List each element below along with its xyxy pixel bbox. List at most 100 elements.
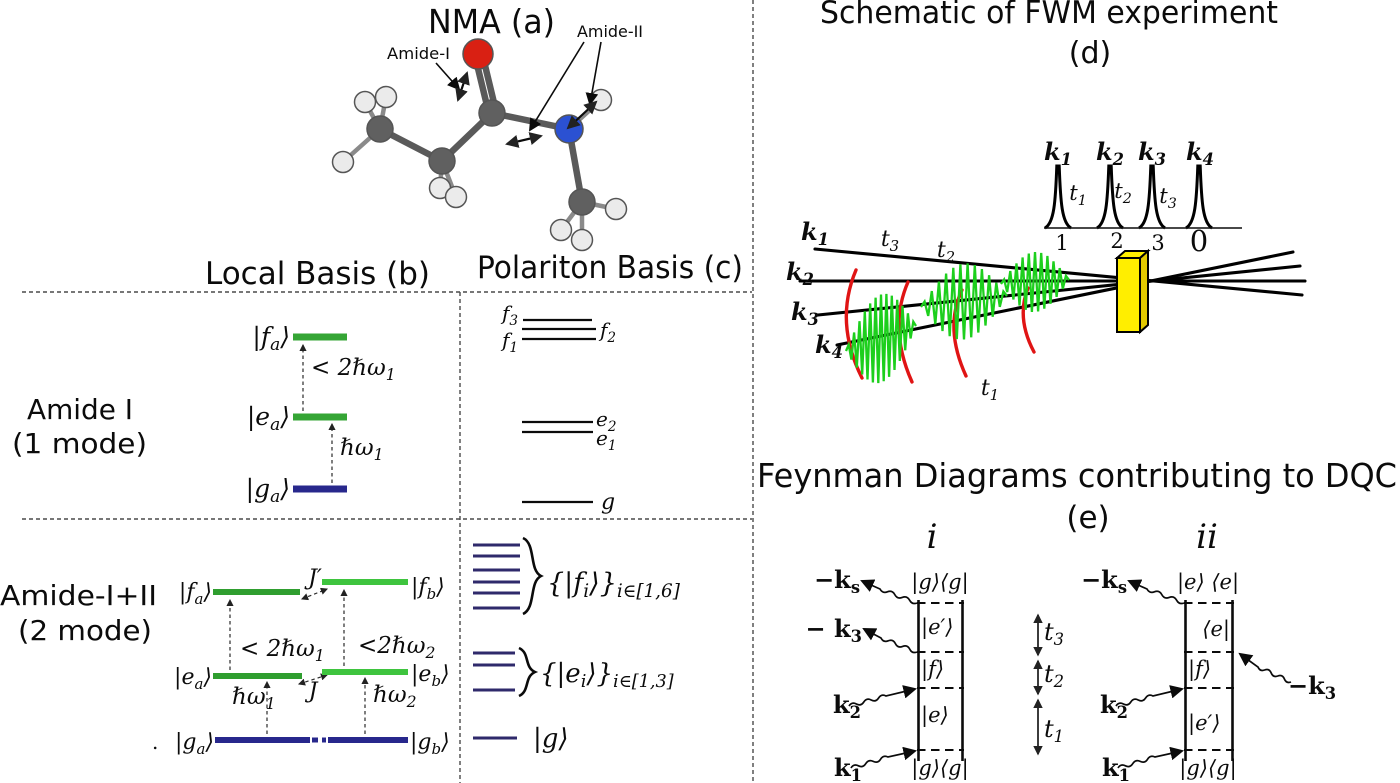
photon-label-k1: k1: [1102, 753, 1130, 783]
diagram-ii-top-state: |e⟩ ⟨e|: [1177, 570, 1239, 595]
fwm-tag: (d): [1069, 36, 1111, 71]
atom-oxygen: [462, 38, 494, 70]
photon-label-ks: −ks: [814, 565, 860, 597]
e-manifold-lines: [473, 651, 515, 692]
amide1-one-mode: Amide I (1 mode) |fa⟩ < 2ℏω1 |ea⟩ ℏω1 |g…: [12, 322, 396, 507]
amide1-pointer-arrow: [435, 62, 461, 91]
e-manifold-brace: [518, 646, 539, 698]
panel-a-title: NMA (a): [428, 2, 555, 41]
atom-carbon: [568, 188, 596, 216]
polariton-label-e1: e1: [596, 426, 617, 454]
diagram-ii-bottom-state: |g⟩⟨g|: [1179, 756, 1236, 781]
level-label-gb2: |gb⟩: [410, 730, 450, 758]
pulse-sequence-inset: k1 k2 k3 k4 t1 t2 t3 1 2 3 0: [1044, 137, 1242, 258]
gap-label-ge: ℏω1: [340, 435, 384, 464]
delay-label-t1: t1: [1069, 181, 1087, 209]
atom-carbon: [428, 147, 456, 175]
photon-wavy-k1: [850, 746, 917, 769]
pulse-packet-1: [844, 293, 917, 384]
polariton-label-f3: f3: [500, 301, 518, 329]
fwm-title: Schematic of FWM experiment: [820, 0, 1278, 31]
gap-label-ef: < 2ℏω1: [311, 355, 396, 384]
amide2-pointer-arrow: [528, 41, 585, 132]
amide1-mode-double-arrow: [455, 71, 470, 102]
stray-dot: .: [152, 730, 158, 754]
diagram-ii-label: ii: [1196, 517, 1218, 557]
beam-delay-t2: t2: [937, 238, 955, 266]
pulse-packet-3: [1000, 251, 1070, 312]
e-manifold-label: {|ei⟩}i∈[1,3]: [540, 659, 674, 692]
level-label-eb2: |eb⟩: [411, 662, 450, 690]
atom-hydrogen: [549, 218, 573, 242]
amide1-caption-line1: Amide I: [27, 393, 133, 426]
polariton-g-label: |g⟩: [533, 724, 569, 754]
photon-label-k2: k2: [833, 690, 861, 722]
beam-delay-t3: t3: [881, 227, 899, 255]
molecule-annotation-arrows: [435, 41, 602, 148]
diagram-i-state-e: |e⟩: [921, 703, 949, 728]
photon-wavy-ks: [860, 579, 918, 605]
panel-d-fwm: Schematic of FWM experiment (d) k1 k2 k3…: [786, 0, 1307, 404]
photon-label-k3: −k3: [1288, 671, 1336, 703]
pulse-label-k1: k1: [1044, 137, 1072, 169]
order-number-2: 2: [1110, 229, 1123, 253]
atom-carbon-carbonyl: [478, 99, 506, 127]
section-dividers: [22, 0, 754, 783]
diagram-i-bottom-state: |g⟩⟨g|: [911, 756, 968, 781]
gap-label-ge-b: ℏω2: [373, 682, 417, 711]
coupling-label-j: J: [305, 679, 319, 704]
feynman-delay-axis: t3 t2 t1: [1033, 613, 1064, 756]
atom-carbon: [366, 115, 394, 143]
level-label-ea: |ea⟩: [247, 402, 290, 435]
polariton-one-mode: f3 f2 f1 e2 e1 g: [500, 301, 617, 515]
order-number-3: 3: [1151, 231, 1164, 255]
pulse-spike-2: [1096, 164, 1124, 230]
amide2-pointer-arrow: [585, 41, 602, 106]
diagram-i-label: i: [927, 517, 938, 557]
polariton-label-e2: e2: [596, 407, 617, 435]
photon-wavy-k3: [862, 628, 918, 654]
delay-axis-t3: t3: [1044, 618, 1064, 649]
diagram-ii-state-eprime: |e′⟩: [1188, 711, 1220, 736]
atom-hydrogen: [353, 90, 377, 114]
level-label-fa: |fa⟩: [252, 322, 290, 355]
feynman-diagram-ii: |e⟩ ⟨e| ⟨e| |f⟩ |e′⟩ |g⟩⟨g| −ks k2 k1 −k…: [1081, 565, 1336, 783]
photon-wavy-k3: [1238, 652, 1292, 684]
polariton-label-f1: f1: [500, 328, 518, 356]
photon-wavy-k1: [1117, 746, 1184, 769]
beam-label-k2: k2: [786, 257, 814, 289]
sample-cell: [1114, 248, 1151, 335]
atom-hydrogen: [444, 185, 468, 209]
amide12-caption-line2: (2 mode): [18, 614, 152, 647]
order-number-0: 0: [1190, 224, 1208, 258]
amide2-mode-double-arrow-cn: [505, 132, 543, 148]
amide2-mode-double-arrow-nh: [566, 100, 598, 130]
diagram-i-state-f: |f⟩: [921, 657, 944, 682]
level-label-fa2: |fa⟩: [179, 580, 212, 608]
polariton-two-mode: {|fi⟩}i∈[1,6] {|ei⟩}i∈[1,3] |g⟩: [473, 536, 681, 754]
level-label-ea2: |ea⟩: [174, 665, 212, 693]
atom-hydrogen: [589, 88, 613, 112]
photon-wavy-k2: [1115, 685, 1184, 707]
atom-hydrogen: [570, 228, 594, 252]
beam-label-k3: k3: [791, 297, 819, 329]
pulse-spike-1: [1044, 164, 1072, 230]
polariton-label-f2: f2: [598, 318, 616, 346]
polariton-label-g: g: [601, 490, 615, 515]
gap-label-ef-a: < 2ℏω1: [240, 636, 325, 665]
feynman-title: Feynman Diagrams contributing to DQC: [757, 456, 1397, 495]
diagram-ii-state-f: |f⟩: [1188, 657, 1211, 682]
beam-label-k1: k1: [801, 217, 829, 249]
photon-label-k1: k1: [834, 753, 862, 783]
f-manifold-label: {|fi⟩}i∈[1,6]: [547, 568, 681, 602]
level-label-fb2: |fb⟩: [411, 575, 445, 603]
pulse-spike-4: [1185, 164, 1213, 230]
level-label-ga2: |ga⟩: [175, 730, 214, 758]
gap-label-ef-b: <2ℏω2: [358, 633, 435, 662]
diagram-ii-state-e-bra: ⟨e|: [1202, 617, 1230, 642]
beam-delay-t1: t1: [981, 376, 999, 404]
amide2-label: Amide-II: [577, 22, 643, 41]
photon-label-k2: k2: [1100, 690, 1128, 722]
beam-label-k4: k4: [815, 330, 843, 362]
level-label-ga: |ga⟩: [246, 474, 290, 507]
